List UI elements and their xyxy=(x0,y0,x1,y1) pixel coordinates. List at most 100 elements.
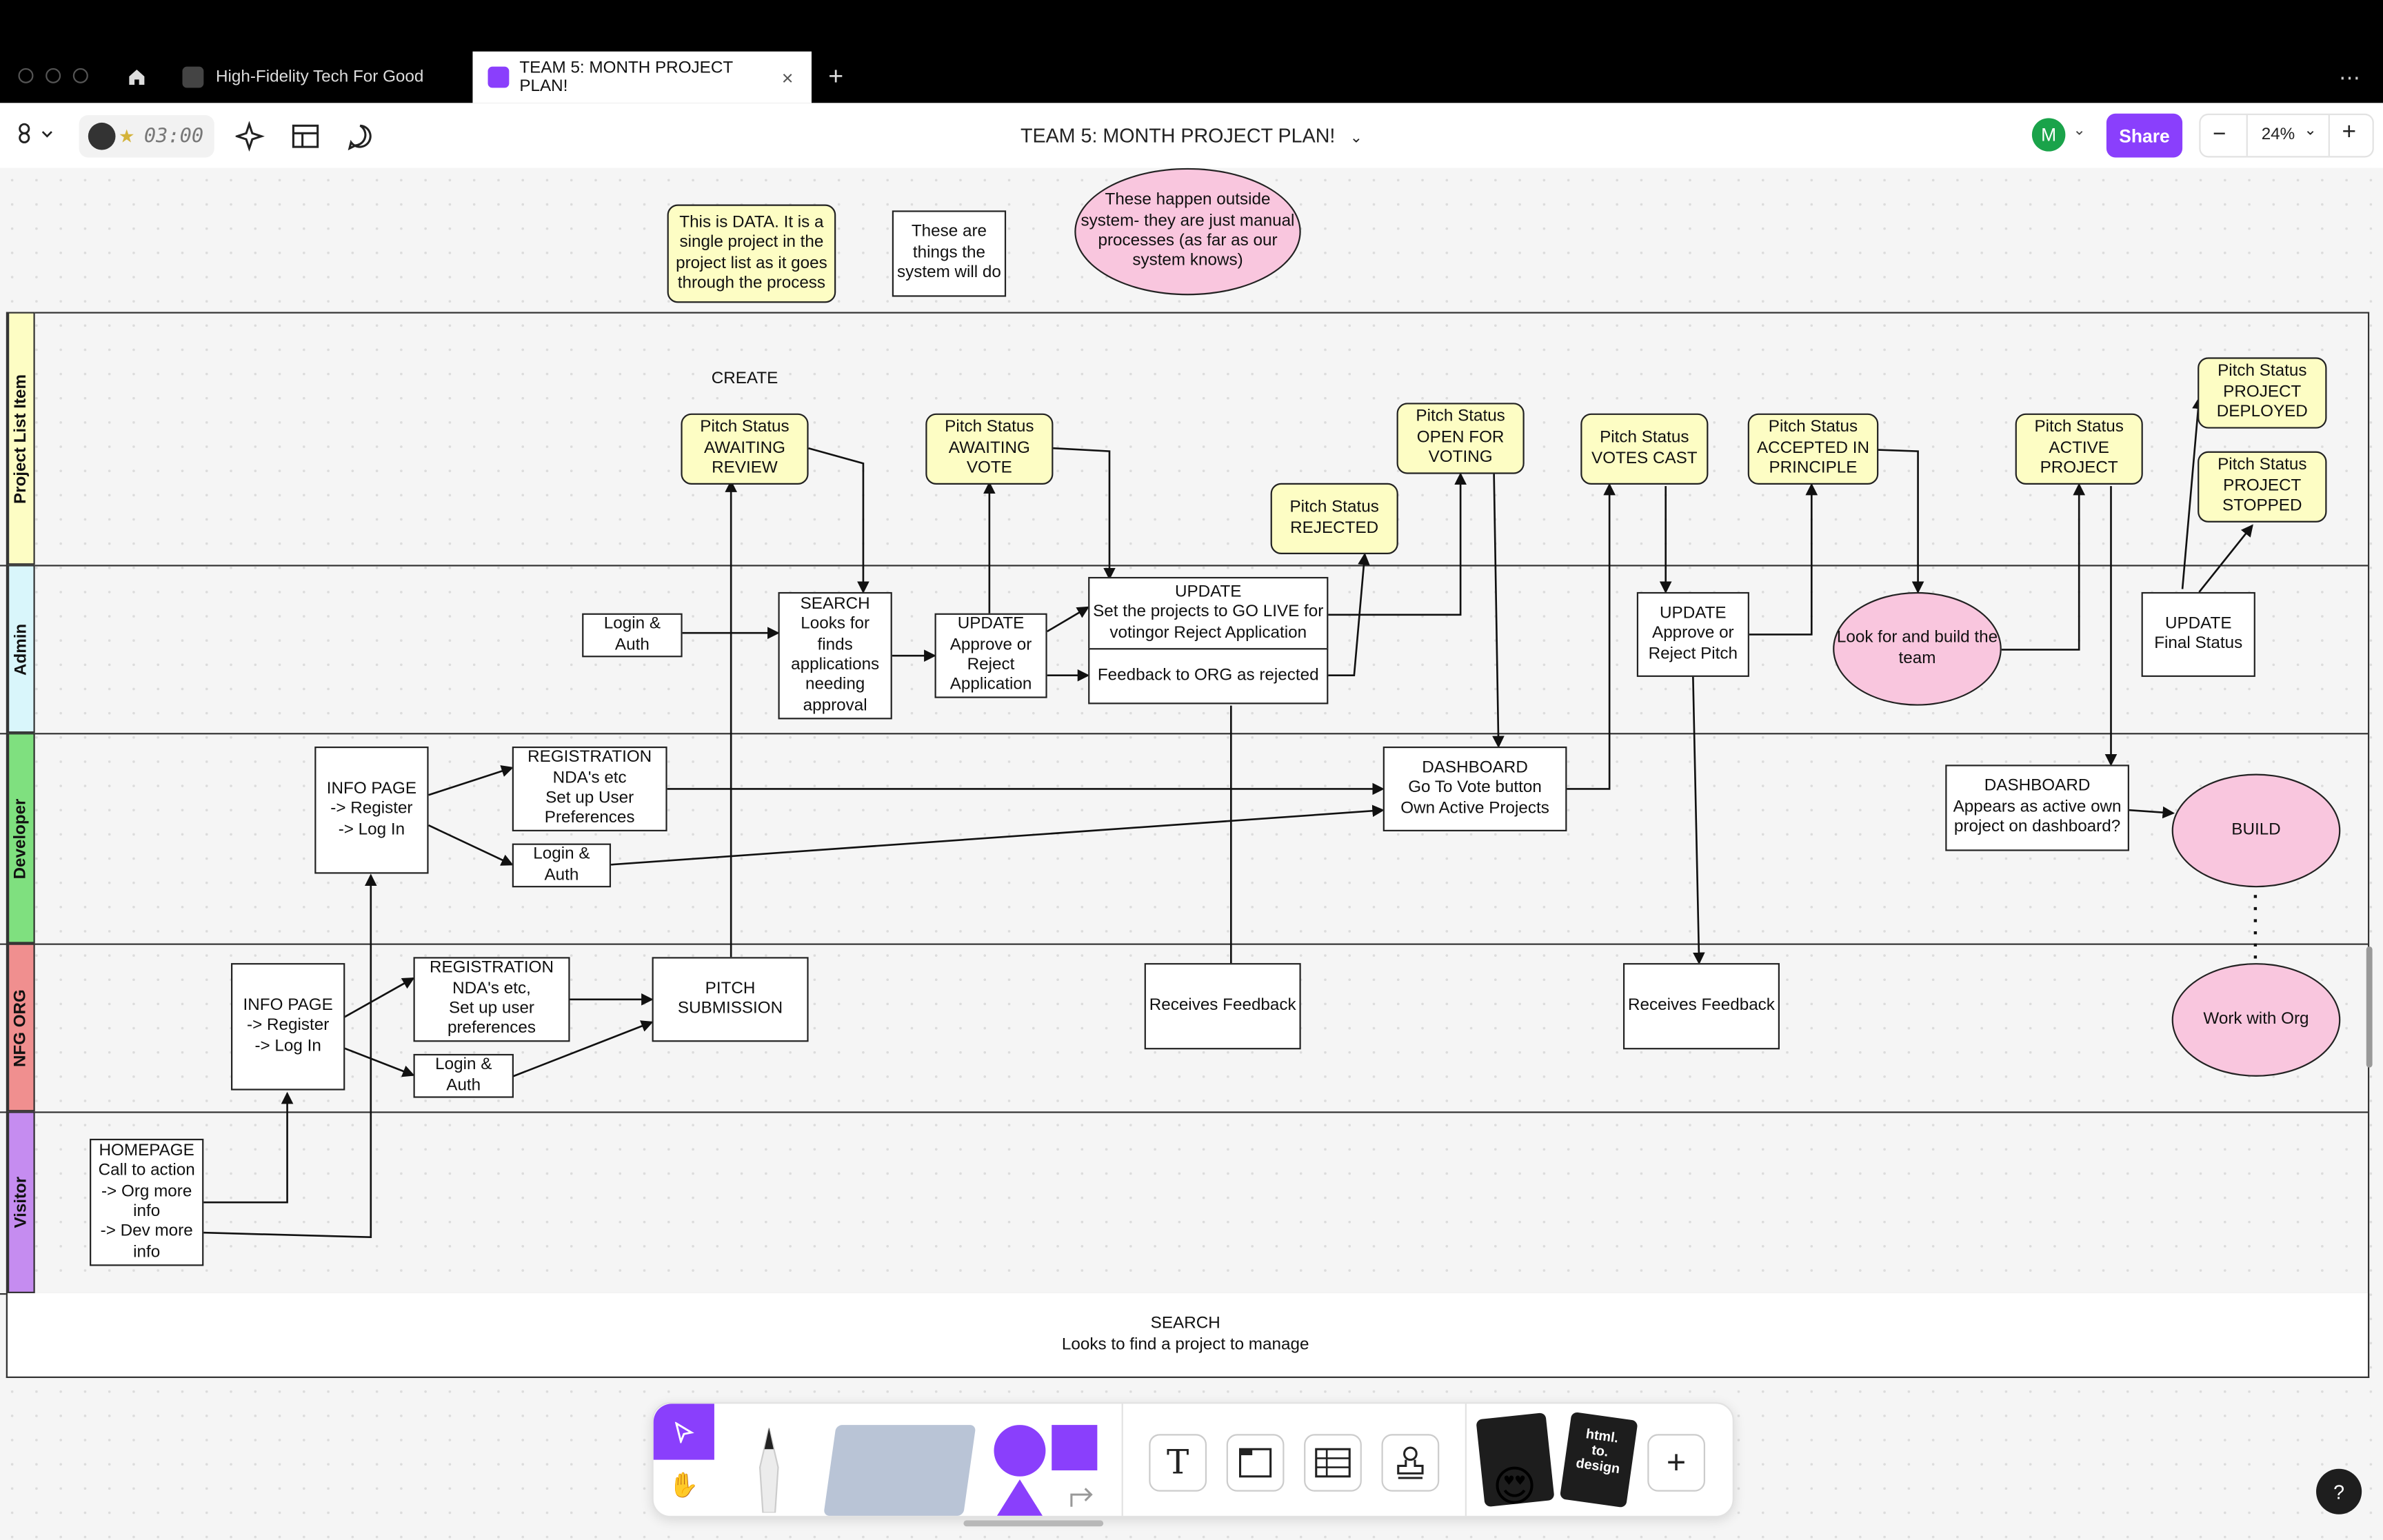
pitch-status-awaiting-review[interactable]: Pitch Status AWAITING REVIEW xyxy=(681,413,809,485)
pitch-status-project-deployed[interactable]: Pitch Status PROJECT DEPLOYED xyxy=(2198,357,2327,429)
help-button[interactable]: ? xyxy=(2316,1468,2362,1514)
cursor-icon xyxy=(674,1421,694,1443)
developer-dashboard-vote[interactable]: DASHBOARD Go To Vote button Own Active P… xyxy=(1382,746,1567,831)
pitch-status-awaiting-vote[interactable]: Pitch Status AWAITING VOTE xyxy=(925,413,1054,485)
admin-update-go-live[interactable]: UPDATE Set the projects to GO LIVE for v… xyxy=(1088,576,1329,650)
figma-logo-icon xyxy=(19,123,52,143)
share-button[interactable]: Share xyxy=(2106,113,2183,158)
zoom-control: − 24% ⌄ + xyxy=(2199,113,2374,158)
avatar[interactable]: M xyxy=(2031,118,2066,152)
org-login-auth[interactable]: Login & Auth xyxy=(413,1053,514,1098)
share-label: Share xyxy=(2119,125,2170,146)
connector-tool-icon[interactable] xyxy=(1067,1479,1097,1510)
home-icon xyxy=(129,70,145,85)
pitch-status-open-for-voting[interactable]: Pitch Status OPEN FOR VOTING xyxy=(1396,403,1525,474)
layout-button[interactable] xyxy=(290,121,321,159)
figjam-file-icon xyxy=(487,66,509,88)
connector-arrow xyxy=(428,765,514,796)
zoom-in-button[interactable]: + xyxy=(2342,119,2357,145)
comment-button[interactable] xyxy=(345,121,375,159)
org-receives-feedback-1[interactable]: Receives Feedback xyxy=(1144,963,1301,1050)
admin-login-auth[interactable]: Login & Auth xyxy=(582,613,683,658)
circle-shape-tool[interactable] xyxy=(994,1425,1046,1477)
zoom-out-button[interactable]: − xyxy=(2213,121,2226,148)
timer-icon xyxy=(88,122,116,150)
lane-divider xyxy=(0,565,2368,567)
pitch-status-project-stopped[interactable]: Pitch Status PROJECT STOPPED xyxy=(2198,451,2327,523)
connector-arrow xyxy=(1327,472,1467,616)
org-receives-feedback-2[interactable]: Receives Feedback xyxy=(1622,963,1780,1050)
home-tab[interactable] xyxy=(116,52,159,103)
connector-arrow xyxy=(1875,449,1924,594)
triangle-shape-tool[interactable] xyxy=(996,1479,1043,1516)
close-tab-icon[interactable]: × xyxy=(781,65,794,89)
timer-widget[interactable]: ★ 03:00 xyxy=(79,114,214,158)
admin-update-approve-pitch[interactable]: UPDATE Approve or Reject Pitch xyxy=(1636,591,1749,677)
org-pitch-submission[interactable]: PITCH SUBMISSION xyxy=(652,957,809,1042)
more-tools-button[interactable]: + xyxy=(1647,1434,1705,1492)
admin-update-approve-application[interactable]: UPDATE Approve or Reject Application xyxy=(934,613,1047,698)
chevron-down-icon[interactable]: ⌄ xyxy=(2304,122,2317,140)
admin-feedback-rejected[interactable]: Feedback to ORG as rejected xyxy=(1088,648,1329,705)
whiteboard-canvas[interactable]: This is DATA. It is a single project in … xyxy=(0,168,2383,1540)
window-close-dot[interactable] xyxy=(18,68,34,83)
stamp-icon xyxy=(1397,1446,1424,1479)
connector-arrow xyxy=(1327,552,1370,677)
lane-label-admin: Admin xyxy=(8,565,35,733)
pitch-status-active-project[interactable]: Pitch Status ACTIVE PROJECT xyxy=(2015,413,2143,485)
admin-search[interactable]: SEARCH Looks for finds applications need… xyxy=(778,591,892,720)
chevron-down-icon[interactable]: ⌄ xyxy=(2073,122,2086,140)
horizontal-scrollbar[interactable] xyxy=(963,1520,1104,1527)
legend-system-note[interactable]: These are things the system will do xyxy=(892,210,1007,297)
table-tool-button[interactable] xyxy=(1304,1434,1362,1492)
org-work-with-org[interactable]: Work with Org xyxy=(2171,963,2341,1077)
vertical-scrollbar[interactable] xyxy=(2366,946,2373,1068)
more-icon[interactable]: ⋯ xyxy=(2339,64,2360,89)
tab-team5-plan[interactable]: TEAM 5: MONTH PROJECT PLAN! × xyxy=(472,51,812,103)
file-title[interactable]: TEAM 5: MONTH PROJECT PLAN! ⌄ xyxy=(851,124,1531,147)
stamp-tool-button[interactable] xyxy=(1381,1434,1440,1492)
org-registration[interactable]: REGISTRATION NDA's etc, Set up user pref… xyxy=(413,957,570,1042)
section-tool-button[interactable] xyxy=(1226,1434,1285,1492)
html-to-design-plugin[interactable]: html. to. design xyxy=(1559,1411,1638,1508)
tab-high-fidelity[interactable]: High-Fidelity Tech For Good xyxy=(164,52,474,103)
connector-arrow xyxy=(2001,483,2086,651)
marker-tool[interactable] xyxy=(732,1422,805,1514)
text-tool-button[interactable]: T xyxy=(1149,1434,1207,1492)
developer-dashboard-active[interactable]: DASHBOARD Appears as active own project … xyxy=(1945,764,2129,851)
lane-divider xyxy=(0,1111,2368,1113)
window-minimize-dot[interactable] xyxy=(46,68,61,83)
pitch-status-rejected[interactable]: Pitch Status REJECTED xyxy=(1270,483,1398,554)
table-icon xyxy=(1315,1448,1351,1478)
pitch-status-accepted-in-principle[interactable]: Pitch Status ACCEPTED IN PRINCIPLE xyxy=(1747,413,1879,485)
visitor-homepage[interactable]: HOMEPAGE Call to action -> Org more info… xyxy=(90,1138,204,1266)
connector-arrow xyxy=(610,804,1385,866)
pitch-status-votes-cast[interactable]: Pitch Status VOTES CAST xyxy=(1580,413,1709,485)
developer-info-page[interactable]: INFO PAGE -> Register -> Log In xyxy=(314,746,429,874)
sticky-note-stack[interactable] xyxy=(823,1425,976,1516)
developer-build[interactable]: BUILD xyxy=(2171,773,2341,888)
org-info-page[interactable]: INFO PAGE -> Register -> Log In xyxy=(231,963,345,1091)
tab-bar: High-Fidelity Tech For Good TEAM 5: MONT… xyxy=(0,0,2383,103)
ai-button[interactable] xyxy=(233,121,266,159)
lane-divider xyxy=(0,943,2368,945)
new-tab-button[interactable]: + xyxy=(828,62,844,91)
select-tool-button[interactable] xyxy=(653,1404,714,1460)
main-menu-button[interactable] xyxy=(15,123,54,152)
connector-arrow xyxy=(1567,483,1616,790)
admin-build-team[interactable]: Look for and build the team xyxy=(1833,591,2002,706)
legend-data-note[interactable]: This is DATA. It is a single project in … xyxy=(667,204,836,303)
text-icon: T xyxy=(1166,1443,1189,1482)
heart-eyes-emoji-icon[interactable]: 😍 xyxy=(1492,1463,1537,1510)
zoom-value[interactable]: 24% xyxy=(2261,125,2295,144)
developer-registration[interactable]: REGISTRATION NDA's etc Set up User Prefe… xyxy=(512,746,667,831)
square-shape-tool[interactable] xyxy=(1052,1425,1098,1470)
connector-arrow xyxy=(2129,806,2175,819)
hand-tool-button[interactable]: ✋ xyxy=(669,1470,699,1501)
admin-update-final-status[interactable]: UPDATE Final Status xyxy=(2141,591,2255,677)
window-maximize-dot[interactable] xyxy=(72,68,88,83)
developer-login-auth[interactable]: Login & Auth xyxy=(512,843,612,888)
legend-manual-note[interactable]: These happen outside system- they are ju… xyxy=(1074,168,1301,296)
search-footer-box xyxy=(6,1293,2370,1378)
